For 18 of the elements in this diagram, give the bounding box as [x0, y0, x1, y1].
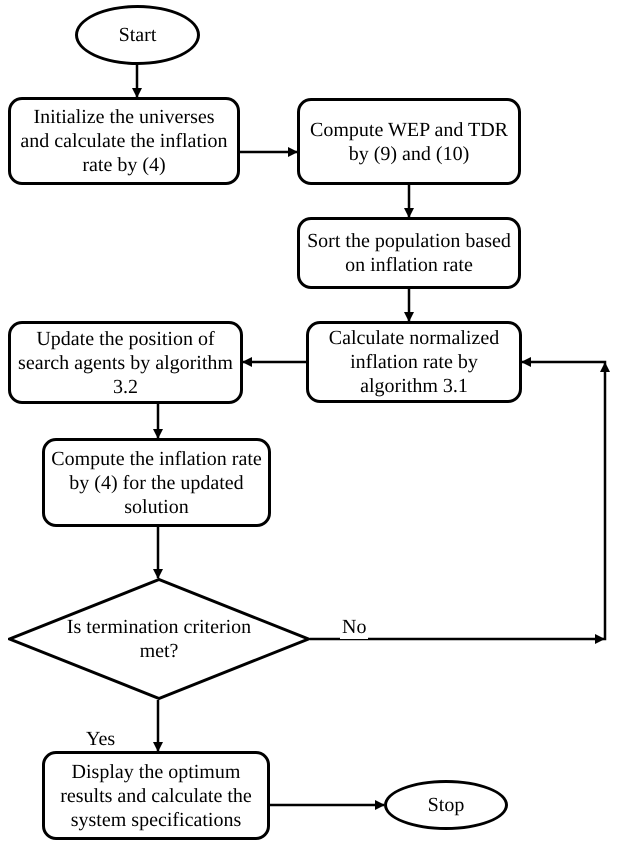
node-text: Stop	[426, 793, 466, 817]
node-text: Initialize the universes and calculate the inflation rate by (4)	[19, 105, 229, 177]
process-box	[42, 438, 271, 527]
node-text: Compute WEP and TDR by (9) and (10)	[309, 118, 509, 166]
process-box	[297, 217, 521, 289]
process-box	[8, 321, 243, 404]
node-text: Update the position of search agents by algorithm 3.2	[17, 326, 234, 398]
node-text: Calculate normalized inflation rate by algorithm 3.1	[328, 326, 500, 398]
process-box	[297, 98, 521, 185]
node-text: Is termination criterion met?	[66, 615, 252, 663]
node-text: Start	[118, 23, 158, 47]
process-box	[306, 321, 522, 403]
node-text: Sort the population based on inflation rate	[306, 229, 512, 277]
process-box	[8, 97, 240, 185]
node-text: Display the optimum results and calculate the system specifications	[59, 760, 253, 832]
process-box	[42, 751, 270, 840]
decision-diamond	[8, 578, 310, 700]
node-text: Compute the inflation rate by (4) for the updated solution	[50, 446, 263, 518]
